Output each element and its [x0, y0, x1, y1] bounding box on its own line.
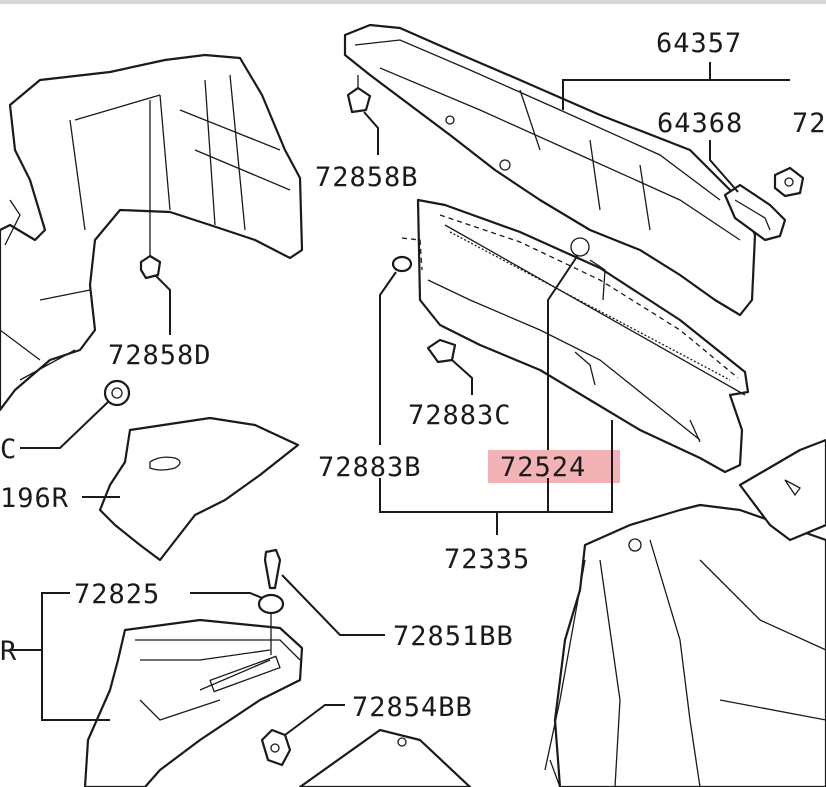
leader-c — [20, 401, 109, 449]
label-64357: 64357 — [656, 28, 742, 59]
label-72883B: 72883B — [318, 452, 422, 483]
clip-72-icon — [773, 166, 805, 198]
leader-72858D — [154, 274, 171, 335]
label-72883C: 72883C — [408, 400, 512, 431]
top-edge-bar — [0, 0, 826, 4]
storage-tray-72825 — [83, 618, 304, 787]
label-72-cut: 72 — [792, 108, 826, 139]
clip-c-icon — [103, 379, 131, 407]
bracket-72335 — [379, 478, 613, 535]
clip-72854BB-icon — [260, 728, 292, 767]
clip-72883C-icon — [426, 338, 457, 364]
pad-64368-icon — [723, 183, 787, 242]
leader-72883C — [451, 359, 473, 395]
scuff-plate-72524 — [401, 198, 750, 474]
floor-mat-196R — [98, 416, 300, 562]
rear-quarter-trim-panel — [544, 438, 826, 787]
leader-72883B — [379, 271, 397, 445]
clip-72883B-icon — [391, 255, 413, 273]
screw-72851BB-icon — [257, 548, 285, 655]
bracket-64357 — [562, 62, 790, 110]
leader-72851BB — [281, 574, 385, 636]
label-72858B: 72858B — [315, 162, 419, 193]
clip-72858B-icon — [346, 75, 372, 114]
upper-trim-cover-64357 — [343, 23, 757, 317]
leader-72854BB — [284, 704, 345, 736]
clip-72858D-icon — [139, 100, 162, 280]
label-72335: 72335 — [444, 544, 530, 575]
floor-cover-bottom — [298, 728, 472, 787]
label-c-cut: C — [0, 434, 17, 465]
label-r-cut: R — [0, 636, 17, 667]
label-72524: 72524 — [500, 452, 586, 483]
leader-72858B — [363, 111, 379, 155]
leader-64368 — [709, 140, 739, 193]
label-72825: 72825 — [74, 579, 160, 610]
left-side-trim-panel — [0, 53, 304, 412]
label-72858D: 72858D — [108, 340, 212, 371]
label-72854BB: 72854BB — [352, 692, 473, 723]
label-72851BB: 72851BB — [393, 621, 514, 652]
label-64368: 64368 — [657, 108, 743, 139]
highlight-72524 — [488, 450, 620, 483]
label-196R: 196R — [0, 483, 69, 514]
leader-72524 — [547, 254, 579, 450]
